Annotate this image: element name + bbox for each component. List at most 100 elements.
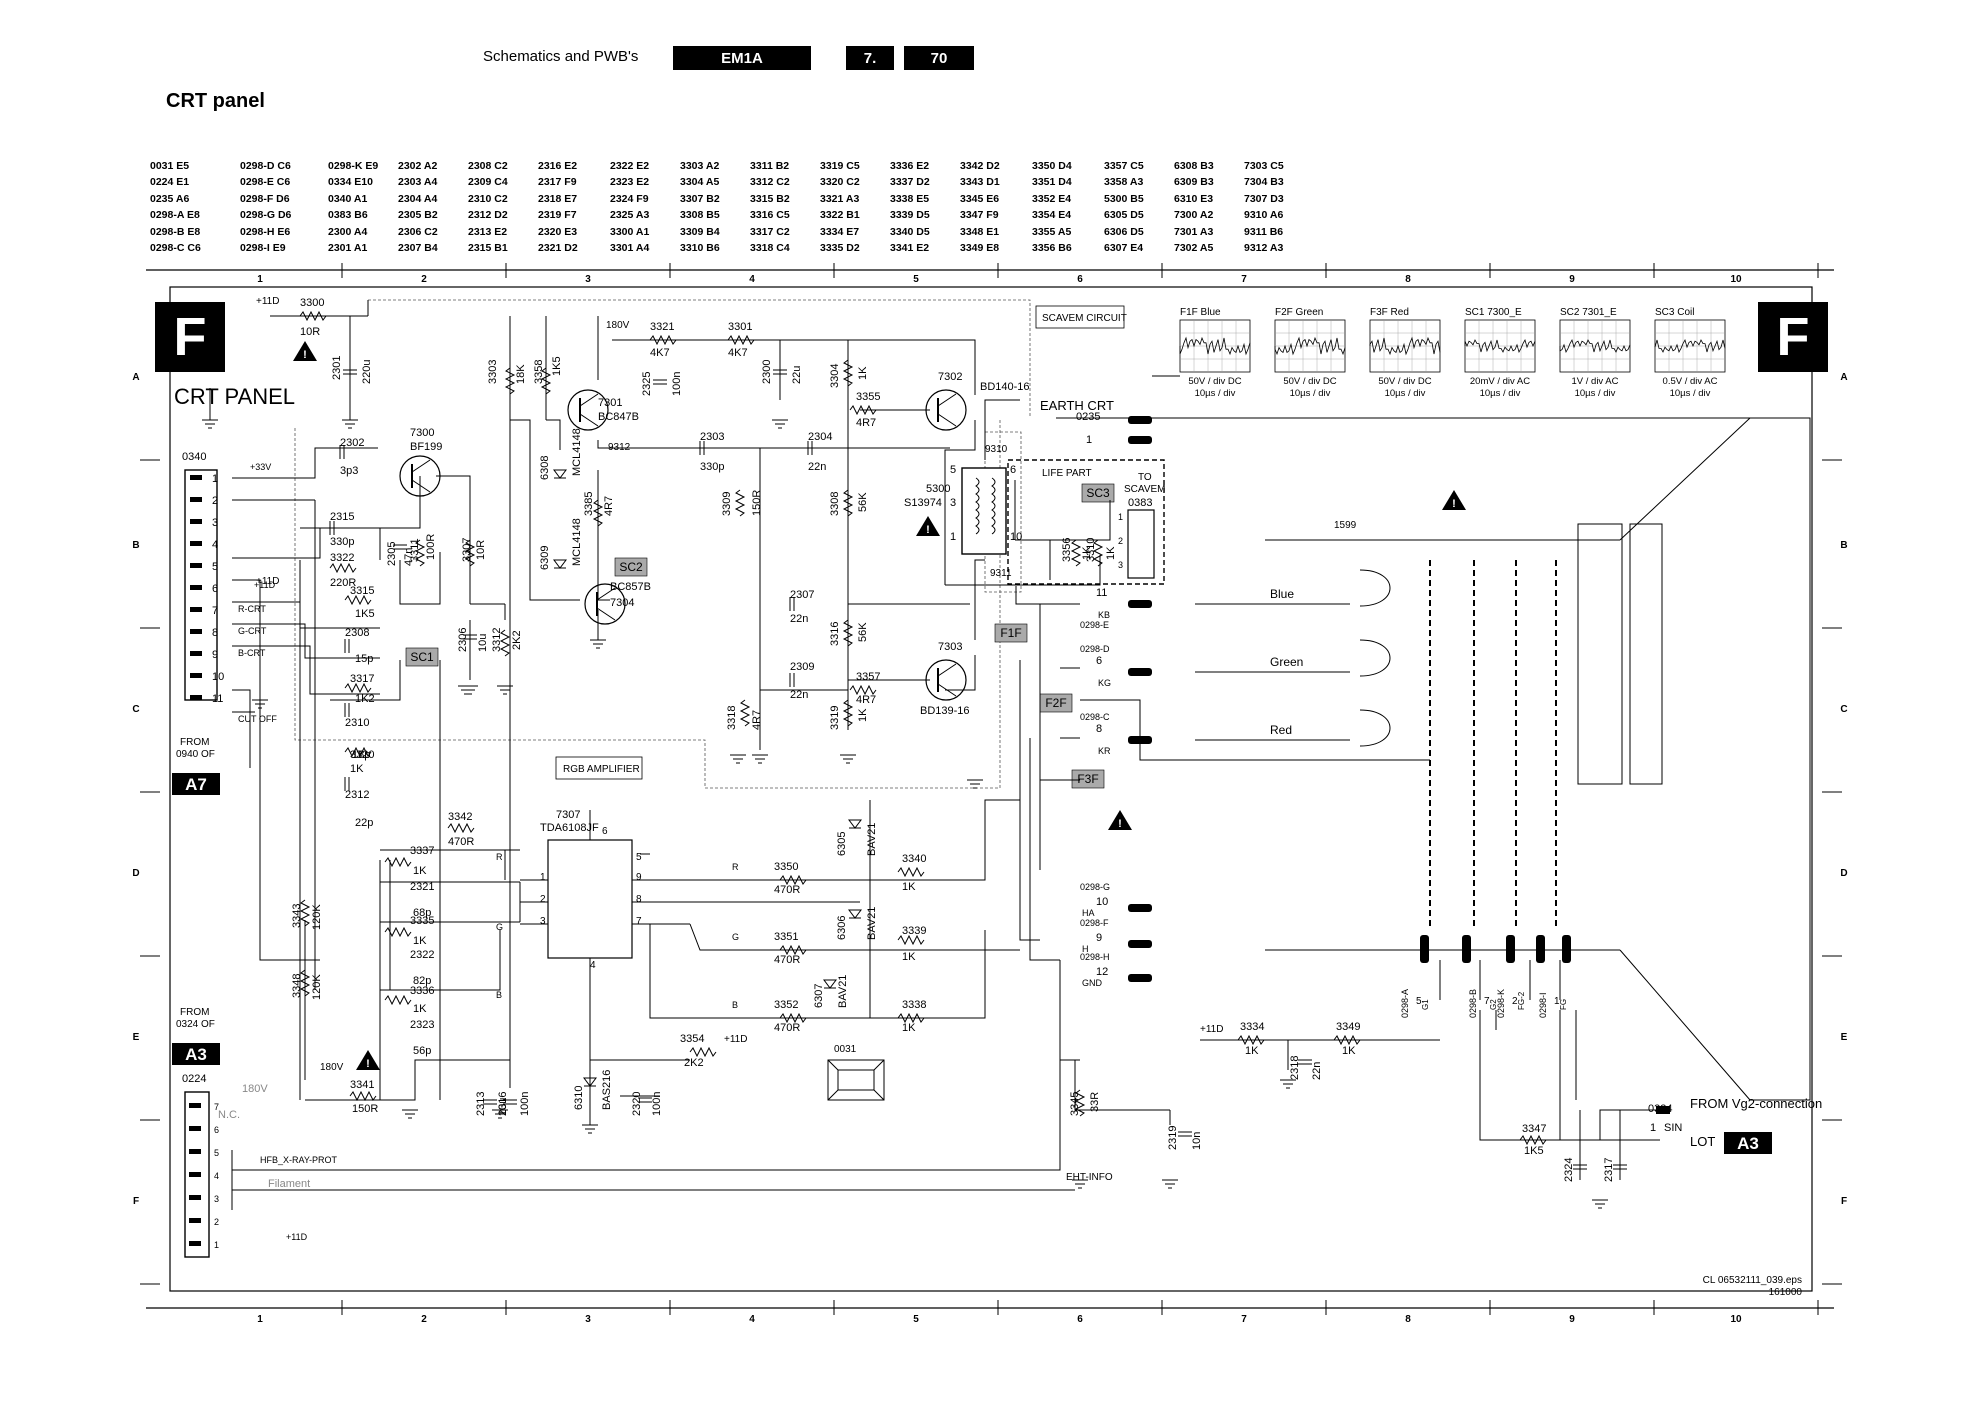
component-value: 68p [413,907,431,919]
pin-bar [189,1103,201,1108]
grid-row-left: A [132,372,139,383]
ic-pin-label: 8 [636,894,642,905]
index-entry: 0298-I E9 [240,242,286,255]
component-value: 4R7 [856,417,876,429]
index-entry: 3342 D2 [960,160,1000,172]
resistor-symbol [649,334,677,346]
component-ref: 3320 [350,749,374,761]
component-value: 22n [790,689,808,701]
resistor-symbol [592,499,604,527]
pin-number: 1 [212,473,218,485]
ic-7307-body [547,839,633,959]
component-ref: 3349 [1336,1021,1360,1033]
component-ref: 2308 [345,627,369,639]
resistor-symbol [727,334,755,346]
component-ref: 2307 [790,589,814,601]
component-value: BAV21 [866,823,878,856]
scope-scale: 1V / div AC [1572,376,1619,387]
component-ref: 6306 [836,916,848,940]
component-ref: 3304 [829,364,841,388]
component-value: 10n [1191,1132,1203,1150]
scope-scale: 0.5V / div AC [1663,376,1718,387]
tag-label: SC2 [619,560,643,574]
v11d-label: +11D [286,1232,308,1242]
component-value: 56K [857,622,869,642]
coil-pin: 10 [1010,531,1022,543]
scope-scale: 50V / div DC [1378,376,1431,387]
scope-title: SC1 7300_E [1465,307,1522,318]
index-entry: 0298-G D6 [240,209,292,222]
component-ref: 3303 [487,360,499,384]
component-ref: 2306 [457,628,469,652]
misc-label: 180V [606,320,630,331]
pin-bar [190,519,202,524]
life-part-label: LIFE PART [1042,468,1092,479]
transistor-ref: 7304 [610,597,634,609]
component-ref: 2313 [475,1092,487,1116]
resistor-symbol [842,359,854,387]
index-entry: 2302 A2 [398,160,438,172]
coil-ref: 5300 [926,483,950,495]
component-ref: 3350 [774,861,798,873]
component-ref: 3348 [291,974,303,998]
component-ref: 2318 [1289,1056,1301,1080]
grid-col-top: 4 [749,274,755,285]
ground-symbol [752,754,768,764]
index-entry: 2318 E7 [538,192,578,205]
component-ref: 3301 [728,321,752,333]
warning-icon [293,341,317,361]
resistor-symbol [849,684,877,696]
component-value: 330p [700,461,724,473]
grid-col-bottom: 2 [421,1314,427,1325]
grid-col-top: 7 [1241,274,1247,285]
pin-number: 11 [212,693,223,705]
index-entry: 2324 F9 [610,192,649,205]
ground-symbol [202,419,218,429]
resistor-symbol [329,562,357,574]
grid-col-top: 2 [421,274,427,285]
scavem-circuit-label: SCAVEM CIRCUIT [1042,313,1127,324]
transistor-ref: 7301 [598,397,622,409]
component-ref: 3347 [1522,1123,1546,1135]
schematic-frame [169,286,1813,1292]
index-entry: 2321 D2 [538,242,578,255]
grid-col-top: 8 [1405,274,1411,285]
component-ref: 3351 [774,931,798,943]
component-value: 150R [352,1103,378,1115]
index-entry: 2308 C2 [468,160,508,172]
index-entry: 7307 D3 [1244,192,1284,205]
warning-icon-mark: ! [926,524,930,536]
warning-icon [1108,810,1132,830]
sheet-a3-box [172,1043,220,1065]
component-ref: 6308 [539,456,551,480]
index-entry: 2312 D2 [468,209,508,222]
component-value: 1K [350,763,364,775]
ic-pin-label: 1 [540,872,546,883]
component-ref: 2301 [331,356,343,380]
component-ref: 2316 [497,1092,509,1116]
warning-icon-mark: ! [366,1058,370,1070]
index-entry: 3321 A3 [820,192,860,205]
scope-time: 10µs / div [1195,388,1236,399]
misc-label: +11D [256,576,279,587]
plug-bar [1128,600,1152,608]
resistor-symbol [299,310,327,322]
component-value: 10R [300,326,320,338]
component-value: MCL4148 [571,518,583,566]
index-entry: 3358 A3 [1104,176,1144,189]
grid-col-top: 6 [1077,274,1083,285]
index-entry: 2322 E2 [610,160,650,172]
component-value: 22n [808,461,826,473]
index-entry: 6309 B3 [1174,176,1214,189]
resistor-symbol [734,489,746,517]
misc-label: 180V [320,1062,344,1073]
component-value: 15p [355,653,373,665]
connector-0383-pin: 3 [1118,560,1123,570]
header-section: Schematics and PWB's [483,48,639,65]
component-ref: 3341 [350,1079,374,1091]
pin-number: 1 [214,1240,219,1250]
hfb-label: HFB_X-RAY-PROT [260,1155,338,1165]
ground-symbol [492,1109,508,1119]
page-title: CRT panel [166,90,265,112]
